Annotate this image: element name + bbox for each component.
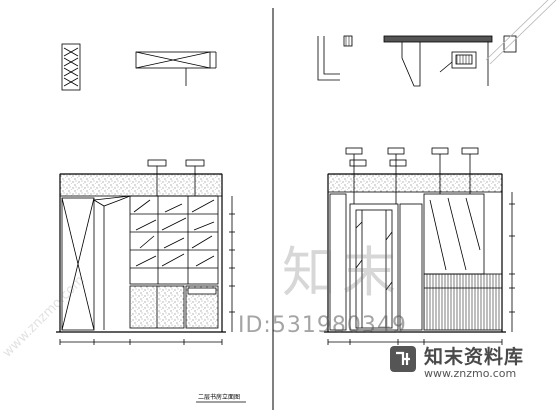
brand-url: www.znzmo.com [424, 367, 517, 380]
brand-logo-icon [390, 346, 416, 372]
brand-name: 知末资料库 [424, 346, 525, 368]
left-detail-top [61, 43, 217, 91]
brand-watermark: 知末资料库 www.znzmo.com [380, 336, 560, 420]
left-elevation [56, 159, 246, 403]
watermark-diagonal-marks [485, 0, 557, 65]
right-details-top [317, 35, 517, 87]
left-elevation-title: 二层书房立面图 [198, 393, 240, 401]
right-elevation [324, 147, 515, 345]
